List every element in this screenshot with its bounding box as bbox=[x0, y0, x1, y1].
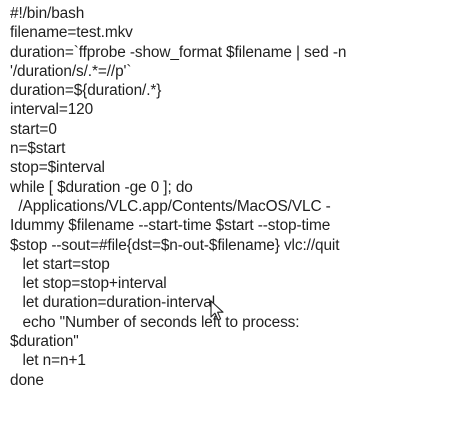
code-line-8: n=$start bbox=[10, 140, 66, 158]
code-line-16: let duration=duration-interval bbox=[10, 294, 216, 312]
mouse-pointer-icon bbox=[210, 300, 224, 321]
code-line-9: stop=$interval bbox=[10, 159, 105, 177]
code-line-15: let stop=stop+interval bbox=[10, 275, 167, 293]
code-line-17: echo "Number of seconds left to process: bbox=[10, 313, 300, 331]
code-line-4: '/duration/s/.*=//p'` bbox=[10, 62, 132, 80]
code-line-14: let start=stop bbox=[10, 255, 110, 273]
code-line-10: while [ $duration -ge 0 ]; do bbox=[10, 178, 193, 196]
code-line-18: $duration" bbox=[10, 333, 79, 351]
code-line-3: duration=`ffprobe -show_format $filename… bbox=[10, 43, 347, 61]
code-line-6: interval=120 bbox=[10, 101, 94, 119]
code-line-5: duration=${duration/.*} bbox=[10, 82, 162, 100]
code-line-1: #!/bin/bash bbox=[10, 5, 85, 22]
code-line-19: let n=n+1 bbox=[10, 352, 86, 370]
code-line-11: /Applications/VLC.app/Contents/MacOS/VLC… bbox=[10, 197, 331, 215]
code-line-12: Idummy $filename --start-time $start --s… bbox=[10, 217, 331, 235]
code-line-13: $stop --sout=#file{dst=$n-out-$filename}… bbox=[10, 236, 340, 254]
code-line-2: filename=test.mkv bbox=[10, 24, 133, 42]
code-line-20: done bbox=[10, 371, 44, 389]
code-line-7: start=0 bbox=[10, 120, 57, 138]
